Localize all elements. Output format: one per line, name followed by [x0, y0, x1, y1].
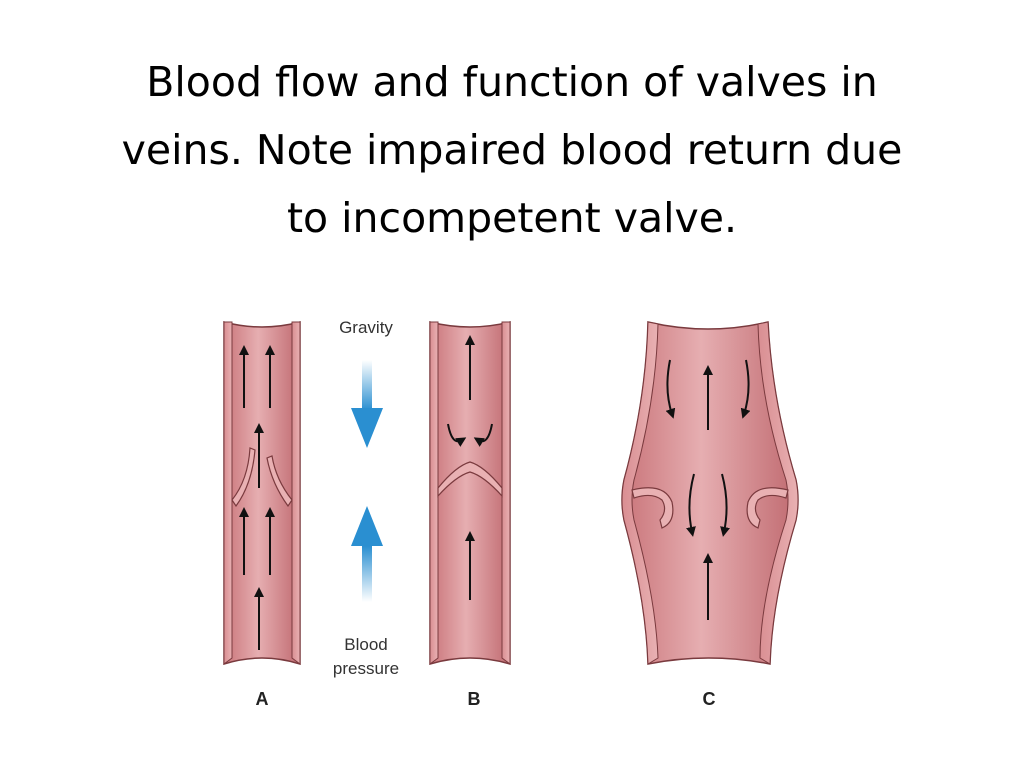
vein-a [223, 321, 301, 666]
gravity-indicator: Gravity [339, 318, 393, 448]
panel-label-b: B [468, 689, 481, 709]
title-line-1: Blood flow and function of valves in [146, 58, 878, 106]
panel-label-c: C [703, 689, 716, 709]
blood-pressure-label-1: Blood [344, 635, 387, 654]
blood-pressure-indicator: Blood pressure [333, 506, 399, 678]
gravity-label: Gravity [339, 318, 393, 337]
vein-c [621, 321, 799, 665]
title-line-2: veins. Note impaired blood return due [121, 126, 903, 174]
panel-label-a: A [256, 689, 269, 709]
gravity-arrow-icon [351, 408, 383, 448]
blood-pressure-label-2: pressure [333, 659, 399, 678]
slide-title: Blood flow and function of valves in vei… [40, 48, 984, 252]
title-line-3: to incompetent valve. [286, 194, 738, 242]
pressure-arrow-icon [351, 506, 383, 546]
vein-b [429, 321, 511, 666]
